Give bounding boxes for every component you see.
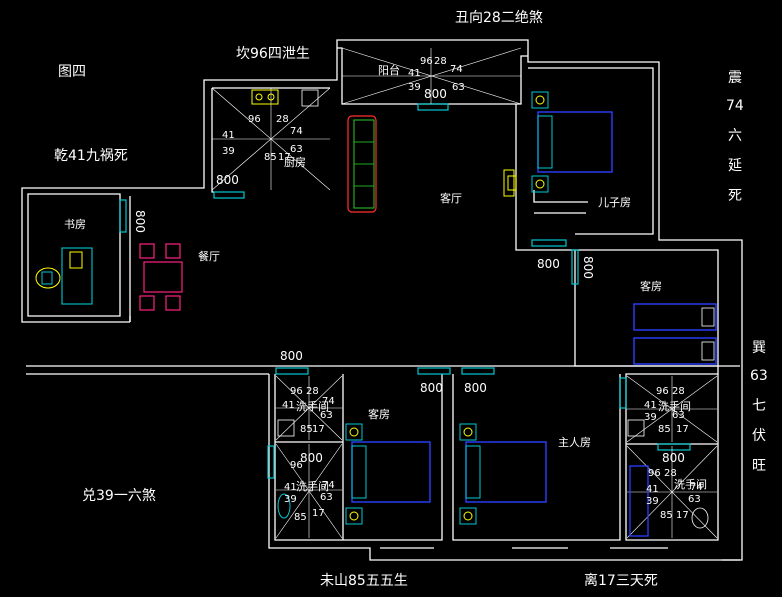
balcony-num-96: 96 [420, 56, 433, 67]
room-dining: 餐厅 [198, 249, 220, 263]
direction-south: 离17三天死 [584, 572, 658, 589]
room-master: 主人房 [558, 436, 591, 449]
dim-guest-vertical: 800 [581, 256, 595, 279]
dim-study-vertical: 800 [133, 210, 147, 233]
tv-unit [503, 169, 517, 197]
balcony-num-74: 74 [450, 64, 463, 75]
blu-85: 85 [300, 424, 313, 435]
balcony-num-39: 39 [408, 82, 421, 93]
brl-17: 17 [676, 510, 689, 521]
east-top-1: 震 [728, 70, 742, 86]
study-desk [35, 247, 93, 305]
balcony-star-grid [341, 47, 522, 105]
direction-west: 兑39一六煞 [82, 488, 156, 504]
direction-south-west: 未山85五五生 [320, 573, 408, 589]
kitchen-num-28: 28 [276, 114, 289, 125]
kitchen-num-96: 96 [248, 114, 261, 125]
room-bath-left-lower: 洗手间 [296, 479, 329, 493]
east-1: 巽 [752, 340, 766, 356]
dining-table [139, 243, 183, 311]
brl-85: 85 [660, 510, 673, 521]
dim-bath-right: 800 [662, 451, 685, 465]
room-balcony: 阳台 [378, 63, 400, 77]
balcony-num-28: 28 [434, 56, 447, 67]
dim-kitchen: 800 [216, 173, 239, 187]
bll-63: 63 [320, 492, 333, 503]
room-bath-right-lower: 洗手间 [674, 477, 707, 491]
guest-right-beds [633, 303, 717, 365]
east-top-5: 死 [728, 188, 742, 204]
dim-bath-left: 800 [280, 349, 303, 363]
east-4: 伏 [752, 428, 766, 444]
room-living: 客厅 [440, 191, 462, 205]
direction-north: 丑向28二绝煞 [455, 10, 543, 26]
bll-85: 85 [294, 512, 307, 523]
kitchen-num-17: 17 [278, 152, 291, 163]
bll-17: 17 [312, 508, 325, 519]
kitchen-num-85: 85 [264, 152, 277, 163]
east-top-2: 74 [726, 98, 744, 114]
room-kitchen: 厨房 [284, 156, 306, 169]
blu-17: 17 [312, 424, 325, 435]
bru-28: 28 [672, 386, 685, 397]
kitchen-num-63: 63 [290, 144, 303, 155]
labels: 图四 丑向28二绝煞 坎96四泄生 乾41九祸死 兑39一六煞 未山85五五生 … [54, 10, 768, 589]
room-bath-left-upper: 洗手间 [296, 399, 329, 413]
east-top-3: 六 [728, 128, 742, 144]
guest-bottom-bed [345, 423, 431, 525]
bru-63: 63 [672, 410, 685, 421]
room-bath-right-upper: 洗手间 [658, 399, 691, 413]
kitchen-star-grid [211, 87, 331, 191]
blu-74: 74 [322, 396, 335, 407]
brl-74: 74 [690, 482, 703, 493]
dim-bath-left-lower: 800 [300, 451, 323, 465]
bru-41: 41 [644, 400, 657, 411]
room-son: 儿子房 [598, 196, 631, 209]
bru-39: 39 [644, 412, 657, 423]
kitchen-num-74: 74 [290, 126, 303, 137]
bru-85: 85 [658, 424, 671, 435]
bll-39: 39 [284, 494, 297, 505]
east-3: 七 [752, 398, 766, 414]
room-study: 书房 [64, 218, 86, 231]
kitchen-num-39: 39 [222, 146, 235, 157]
doors [119, 103, 691, 479]
east-2: 63 [750, 368, 768, 384]
walls [21, 39, 743, 561]
dim-master: 800 [464, 381, 487, 395]
dim-son: 800 [537, 257, 560, 271]
balcony-num-63: 63 [452, 82, 465, 93]
brl-41: 41 [646, 484, 659, 495]
bll-96: 96 [290, 460, 303, 471]
direction-north-west-top: 坎96四泄生 [236, 46, 310, 62]
dim-balcony: 800 [424, 87, 447, 101]
room-guest-bottom: 客房 [368, 407, 390, 421]
master-bed [459, 423, 547, 525]
balcony-num-41: 41 [408, 68, 421, 79]
east-top-4: 延 [728, 158, 742, 174]
brl-63: 63 [688, 494, 701, 505]
brl-39: 39 [646, 496, 659, 507]
son-bed [531, 91, 613, 193]
figure-title: 图四 [58, 64, 86, 80]
bru-17: 17 [676, 424, 689, 435]
bll-41: 41 [284, 482, 297, 493]
bru-96: 96 [656, 386, 669, 397]
brl-96: 96 [648, 468, 661, 479]
brl-28: 28 [664, 468, 677, 479]
bath-grids [275, 375, 718, 539]
blu-96: 96 [290, 386, 303, 397]
room-guest-right: 客房 [640, 279, 662, 293]
bll-74: 74 [322, 480, 335, 491]
kitchen-num-41: 41 [222, 130, 235, 141]
direction-north-west: 乾41九祸死 [54, 148, 128, 164]
blu-41: 41 [282, 400, 295, 411]
east-5: 旺 [752, 458, 766, 474]
dim-guest: 800 [420, 381, 443, 395]
blu-63: 63 [320, 410, 333, 421]
sofa [347, 115, 377, 213]
blu-28: 28 [306, 386, 319, 397]
